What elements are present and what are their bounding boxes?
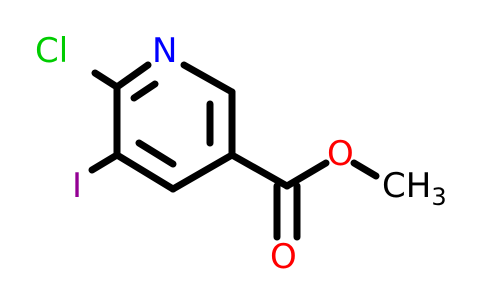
- bond-c6-n: [113, 61, 152, 91]
- substituent-bonds: [88, 69, 380, 241]
- bond-c5-i: [88, 151, 121, 174]
- chlorine-label: Cl: [35, 31, 68, 71]
- bond-carbonyl-c-o-ether: [283, 159, 330, 190]
- ether-oxygen-label: O: [327, 134, 354, 174]
- methyl-carbon-text: CH: [382, 166, 431, 206]
- methyl-label: CH3: [382, 166, 447, 211]
- atom-labels: N Cl I O O CH3: [35, 31, 447, 277]
- methyl-subscript: 3: [431, 183, 446, 211]
- bond-c6-n-inner: [130, 80, 159, 102]
- bond-n-c2: [180, 61, 236, 96]
- iodine-label: I: [72, 166, 82, 206]
- bond-o-ether-methyl: [350, 159, 380, 180]
- nitrogen-label: N: [152, 31, 177, 71]
- bond-c3-c4: [169, 151, 236, 193]
- bond-c4-c5-inner: [135, 139, 177, 168]
- ring-bonds: [113, 61, 236, 193]
- bond-c6-cl: [91, 69, 121, 91]
- bond-c4-c5: [113, 151, 177, 193]
- carbonyl-oxygen-label: O: [270, 237, 297, 277]
- bond-c3-carbonyl-c: [228, 151, 291, 190]
